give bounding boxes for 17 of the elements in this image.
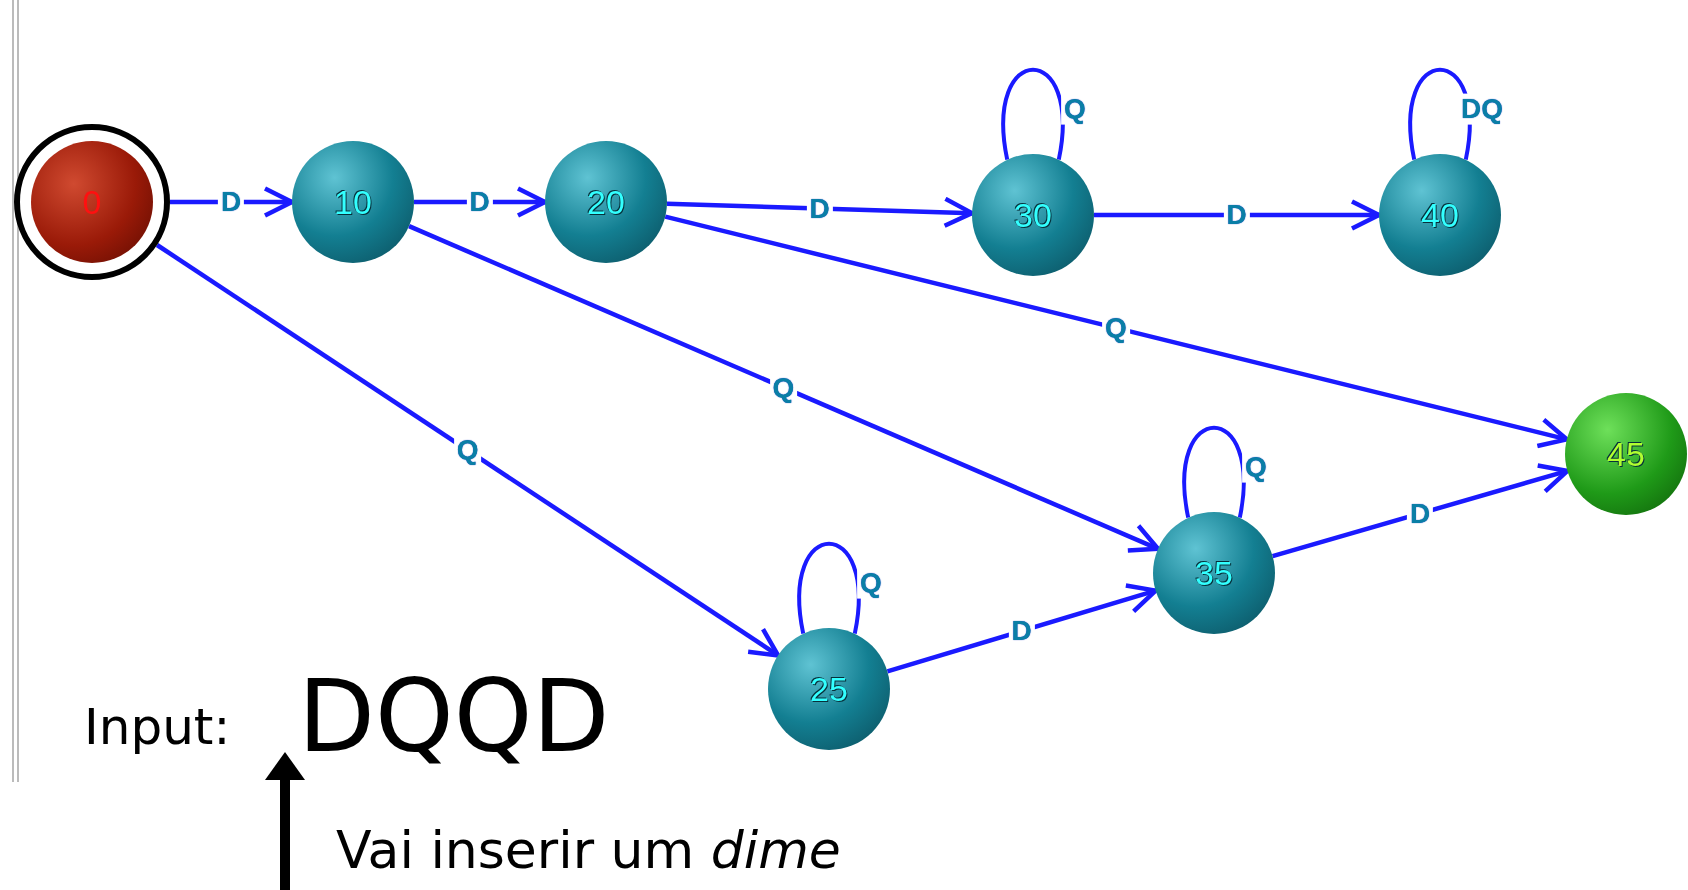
state-label: 25 xyxy=(810,669,848,709)
transition-arrow xyxy=(408,224,1161,553)
state-label: 10 xyxy=(334,182,372,222)
input-string: DQQD xyxy=(298,662,610,772)
start-state-circle xyxy=(14,124,170,280)
transition-arrow xyxy=(1272,463,1570,559)
state-label: 20 xyxy=(587,182,625,222)
state-label: 30 xyxy=(1014,195,1052,235)
transition-arrow xyxy=(886,583,1158,674)
transition-arrow xyxy=(664,214,1570,449)
state-label: 35 xyxy=(1195,553,1233,593)
state-label: 0 xyxy=(82,182,102,222)
pointer-note: Vai inserir um dime xyxy=(336,822,841,880)
state-label: 45 xyxy=(1607,434,1645,474)
transition-arrow xyxy=(155,243,781,658)
state-label: 40 xyxy=(1421,195,1459,235)
input-caption: Input: xyxy=(84,700,231,755)
